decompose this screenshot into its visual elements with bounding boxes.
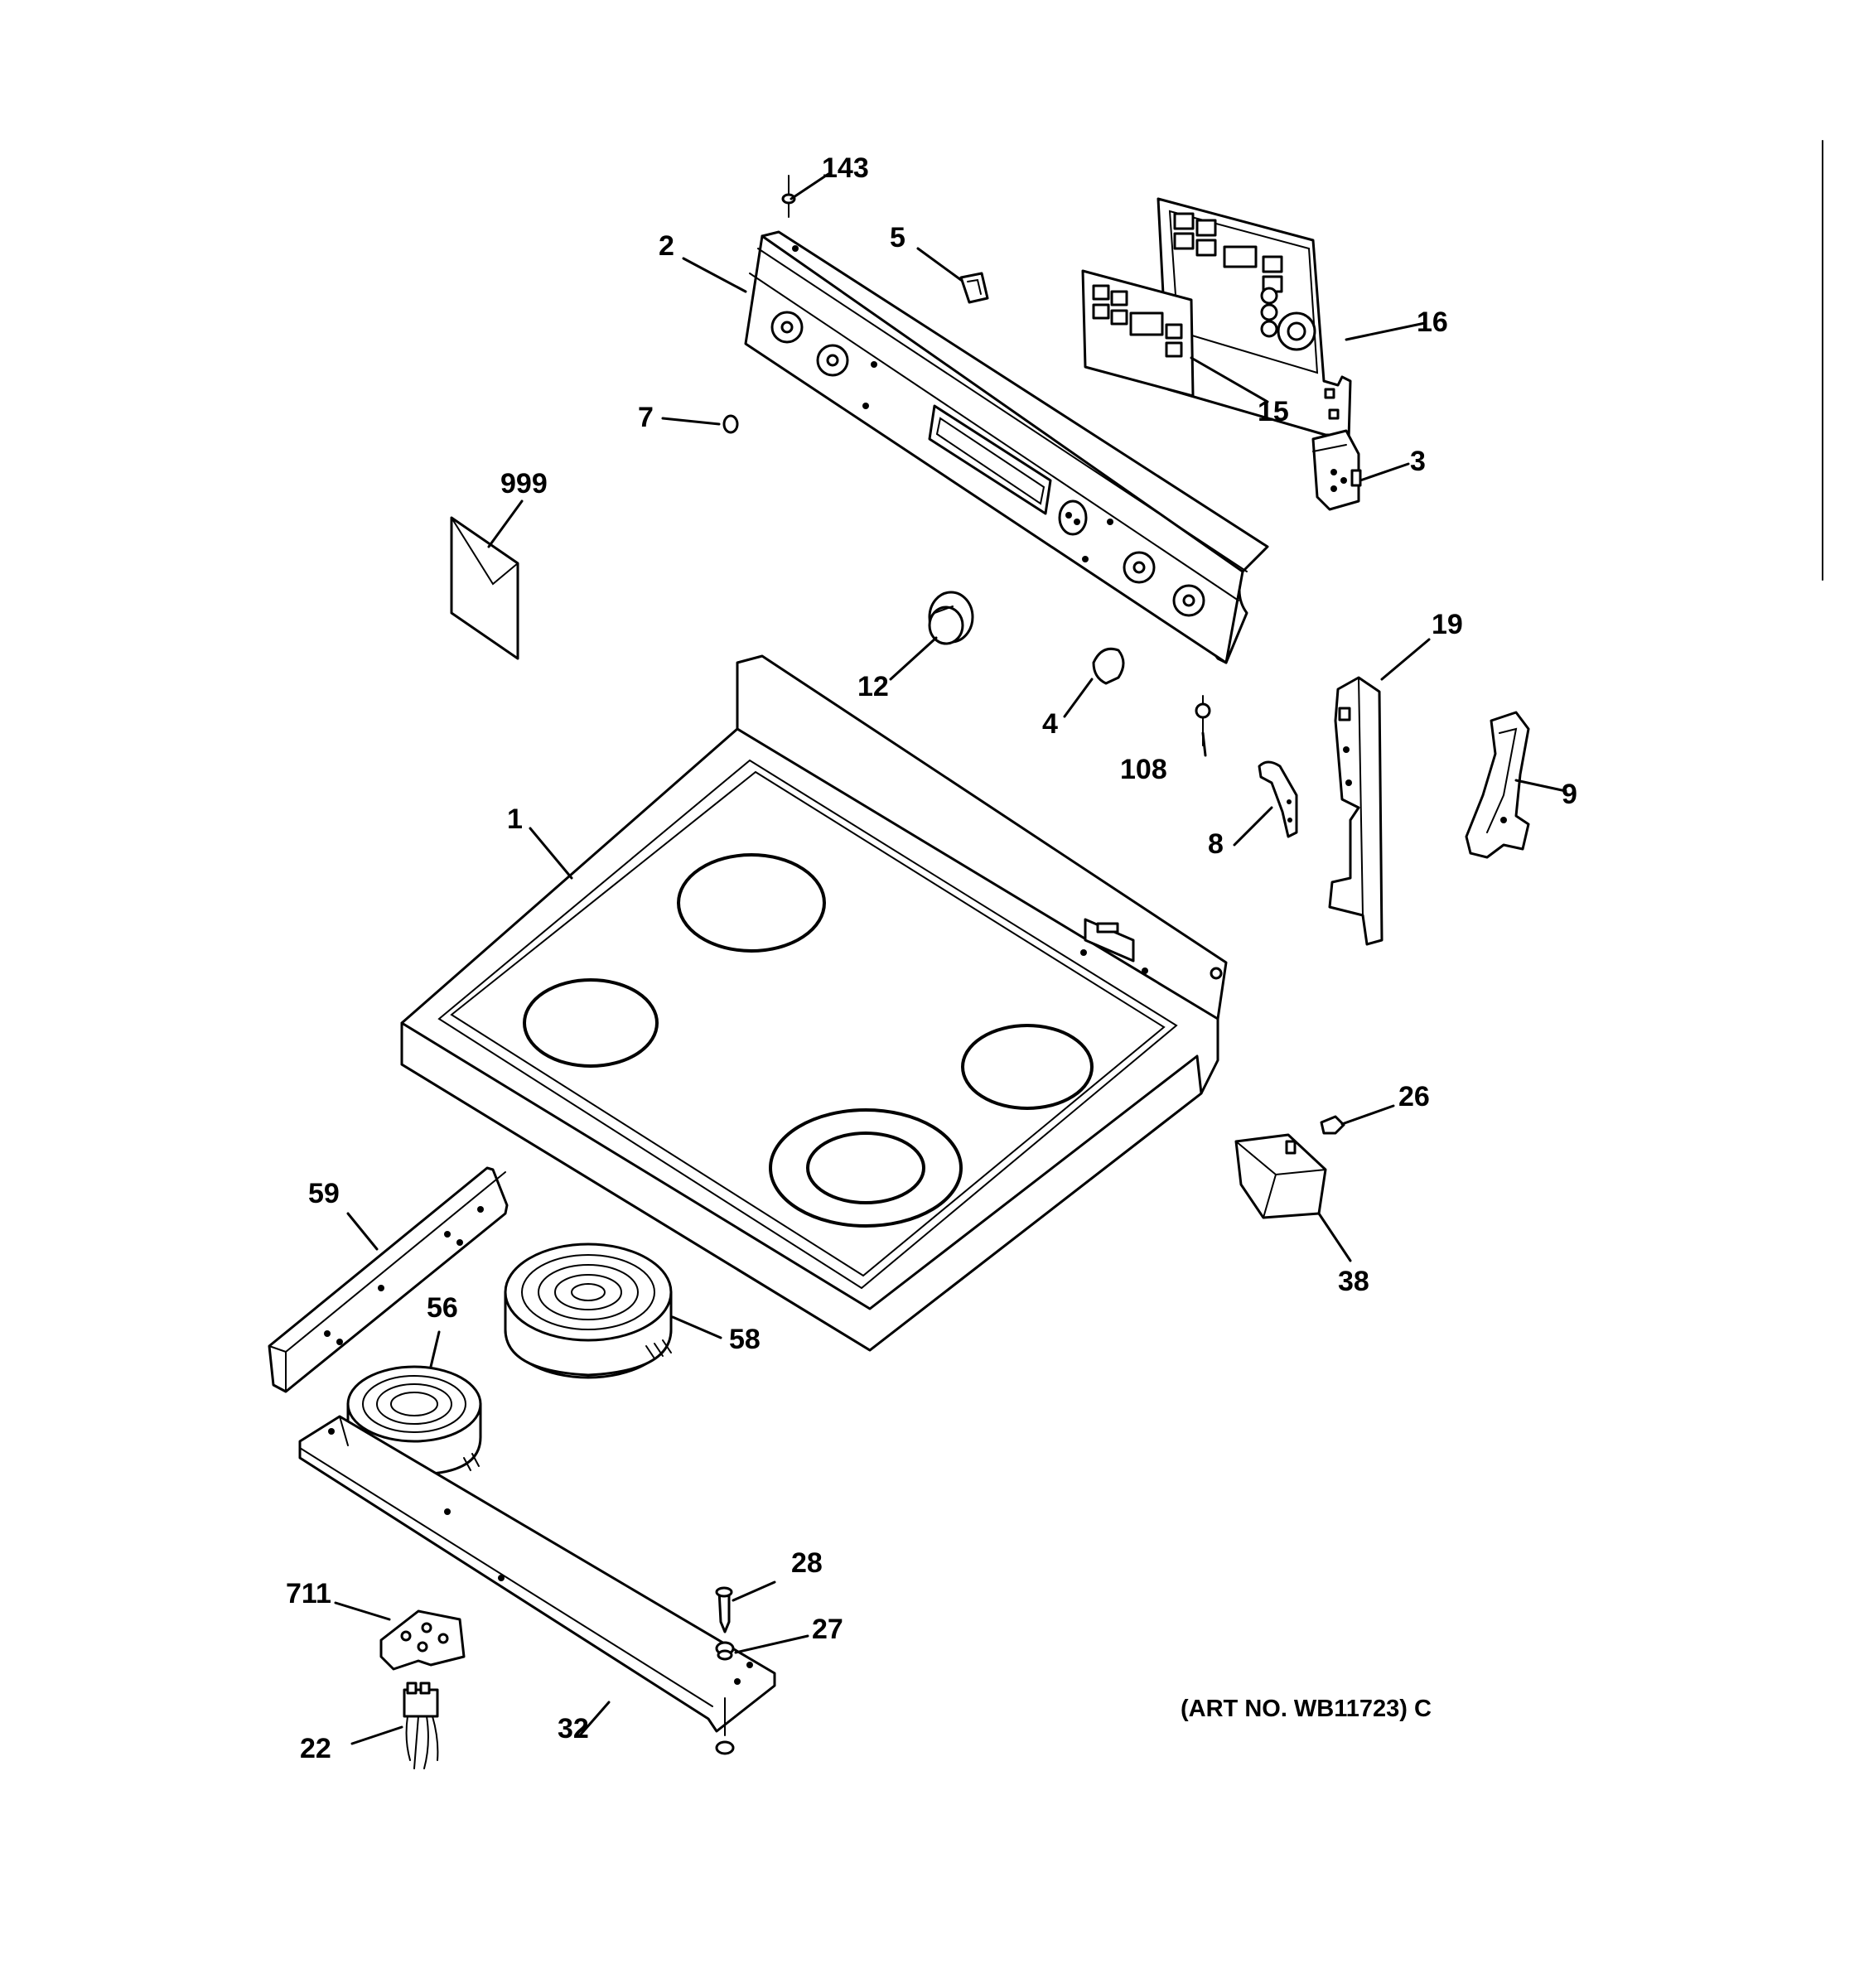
callout-999: 999 — [500, 468, 548, 499]
callout-26: 26 — [1398, 1081, 1430, 1112]
part-22-terminal-block — [403, 1682, 439, 1769]
part-999-literature — [450, 516, 519, 660]
part-7-screw — [722, 414, 739, 434]
part-5-clip — [959, 272, 989, 304]
callout-9: 9 — [1562, 779, 1577, 810]
callout-7: 7 — [638, 402, 654, 433]
part-12-knob — [928, 591, 974, 645]
part-59-rail — [268, 1166, 509, 1393]
callout-28: 28 — [791, 1547, 823, 1579]
part-28-stud — [715, 1586, 733, 1633]
callout-22: 22 — [300, 1733, 331, 1764]
part-8-bracket — [1258, 760, 1298, 838]
callout-2: 2 — [659, 230, 674, 262]
callout-38: 38 — [1338, 1266, 1369, 1297]
part-143-screw — [781, 175, 796, 218]
callout-59: 59 — [308, 1178, 340, 1209]
part-26-cap — [1320, 1115, 1345, 1135]
callout-27: 27 — [812, 1614, 843, 1645]
part-38-switch-cover — [1234, 1133, 1327, 1219]
part-3-switch — [1311, 429, 1362, 511]
part-15-overlay — [1081, 269, 1195, 398]
part-9-endcap — [1465, 711, 1530, 859]
callout-3: 3 — [1410, 446, 1426, 477]
callout-4: 4 — [1042, 708, 1058, 740]
callout-12: 12 — [857, 671, 889, 702]
callout-108: 108 — [1120, 754, 1167, 785]
part-4-knob — [1092, 647, 1125, 685]
callout-16: 16 — [1417, 306, 1448, 338]
callout-5: 5 — [890, 222, 905, 253]
part-32-support — [298, 1415, 776, 1733]
callout-56: 56 — [427, 1292, 458, 1324]
part-58-radiant-element — [504, 1242, 673, 1379]
part-27-nut — [715, 1641, 735, 1755]
callout-labels: 143 2 5 16 15 7 3 999 12 4 108 19 9 8 1 … — [286, 152, 1577, 1764]
callout-1: 1 — [507, 803, 523, 835]
callout-143: 143 — [822, 152, 869, 184]
leader-lines — [334, 172, 1567, 1745]
callout-8: 8 — [1208, 828, 1224, 860]
art-number: (ART NO. WB11723) C — [1181, 1696, 1432, 1722]
callout-711: 711 — [286, 1578, 331, 1609]
part-1-cooktop — [400, 654, 1228, 1352]
callout-32: 32 — [558, 1713, 589, 1744]
callout-19: 19 — [1432, 609, 1463, 640]
part-16-control-board — [1157, 197, 1352, 442]
part-19-bracket — [1328, 676, 1384, 946]
callout-58: 58 — [729, 1324, 761, 1355]
part-711-bracket — [379, 1609, 466, 1671]
part-2-control-panel — [744, 230, 1269, 664]
callout-15: 15 — [1258, 396, 1289, 427]
